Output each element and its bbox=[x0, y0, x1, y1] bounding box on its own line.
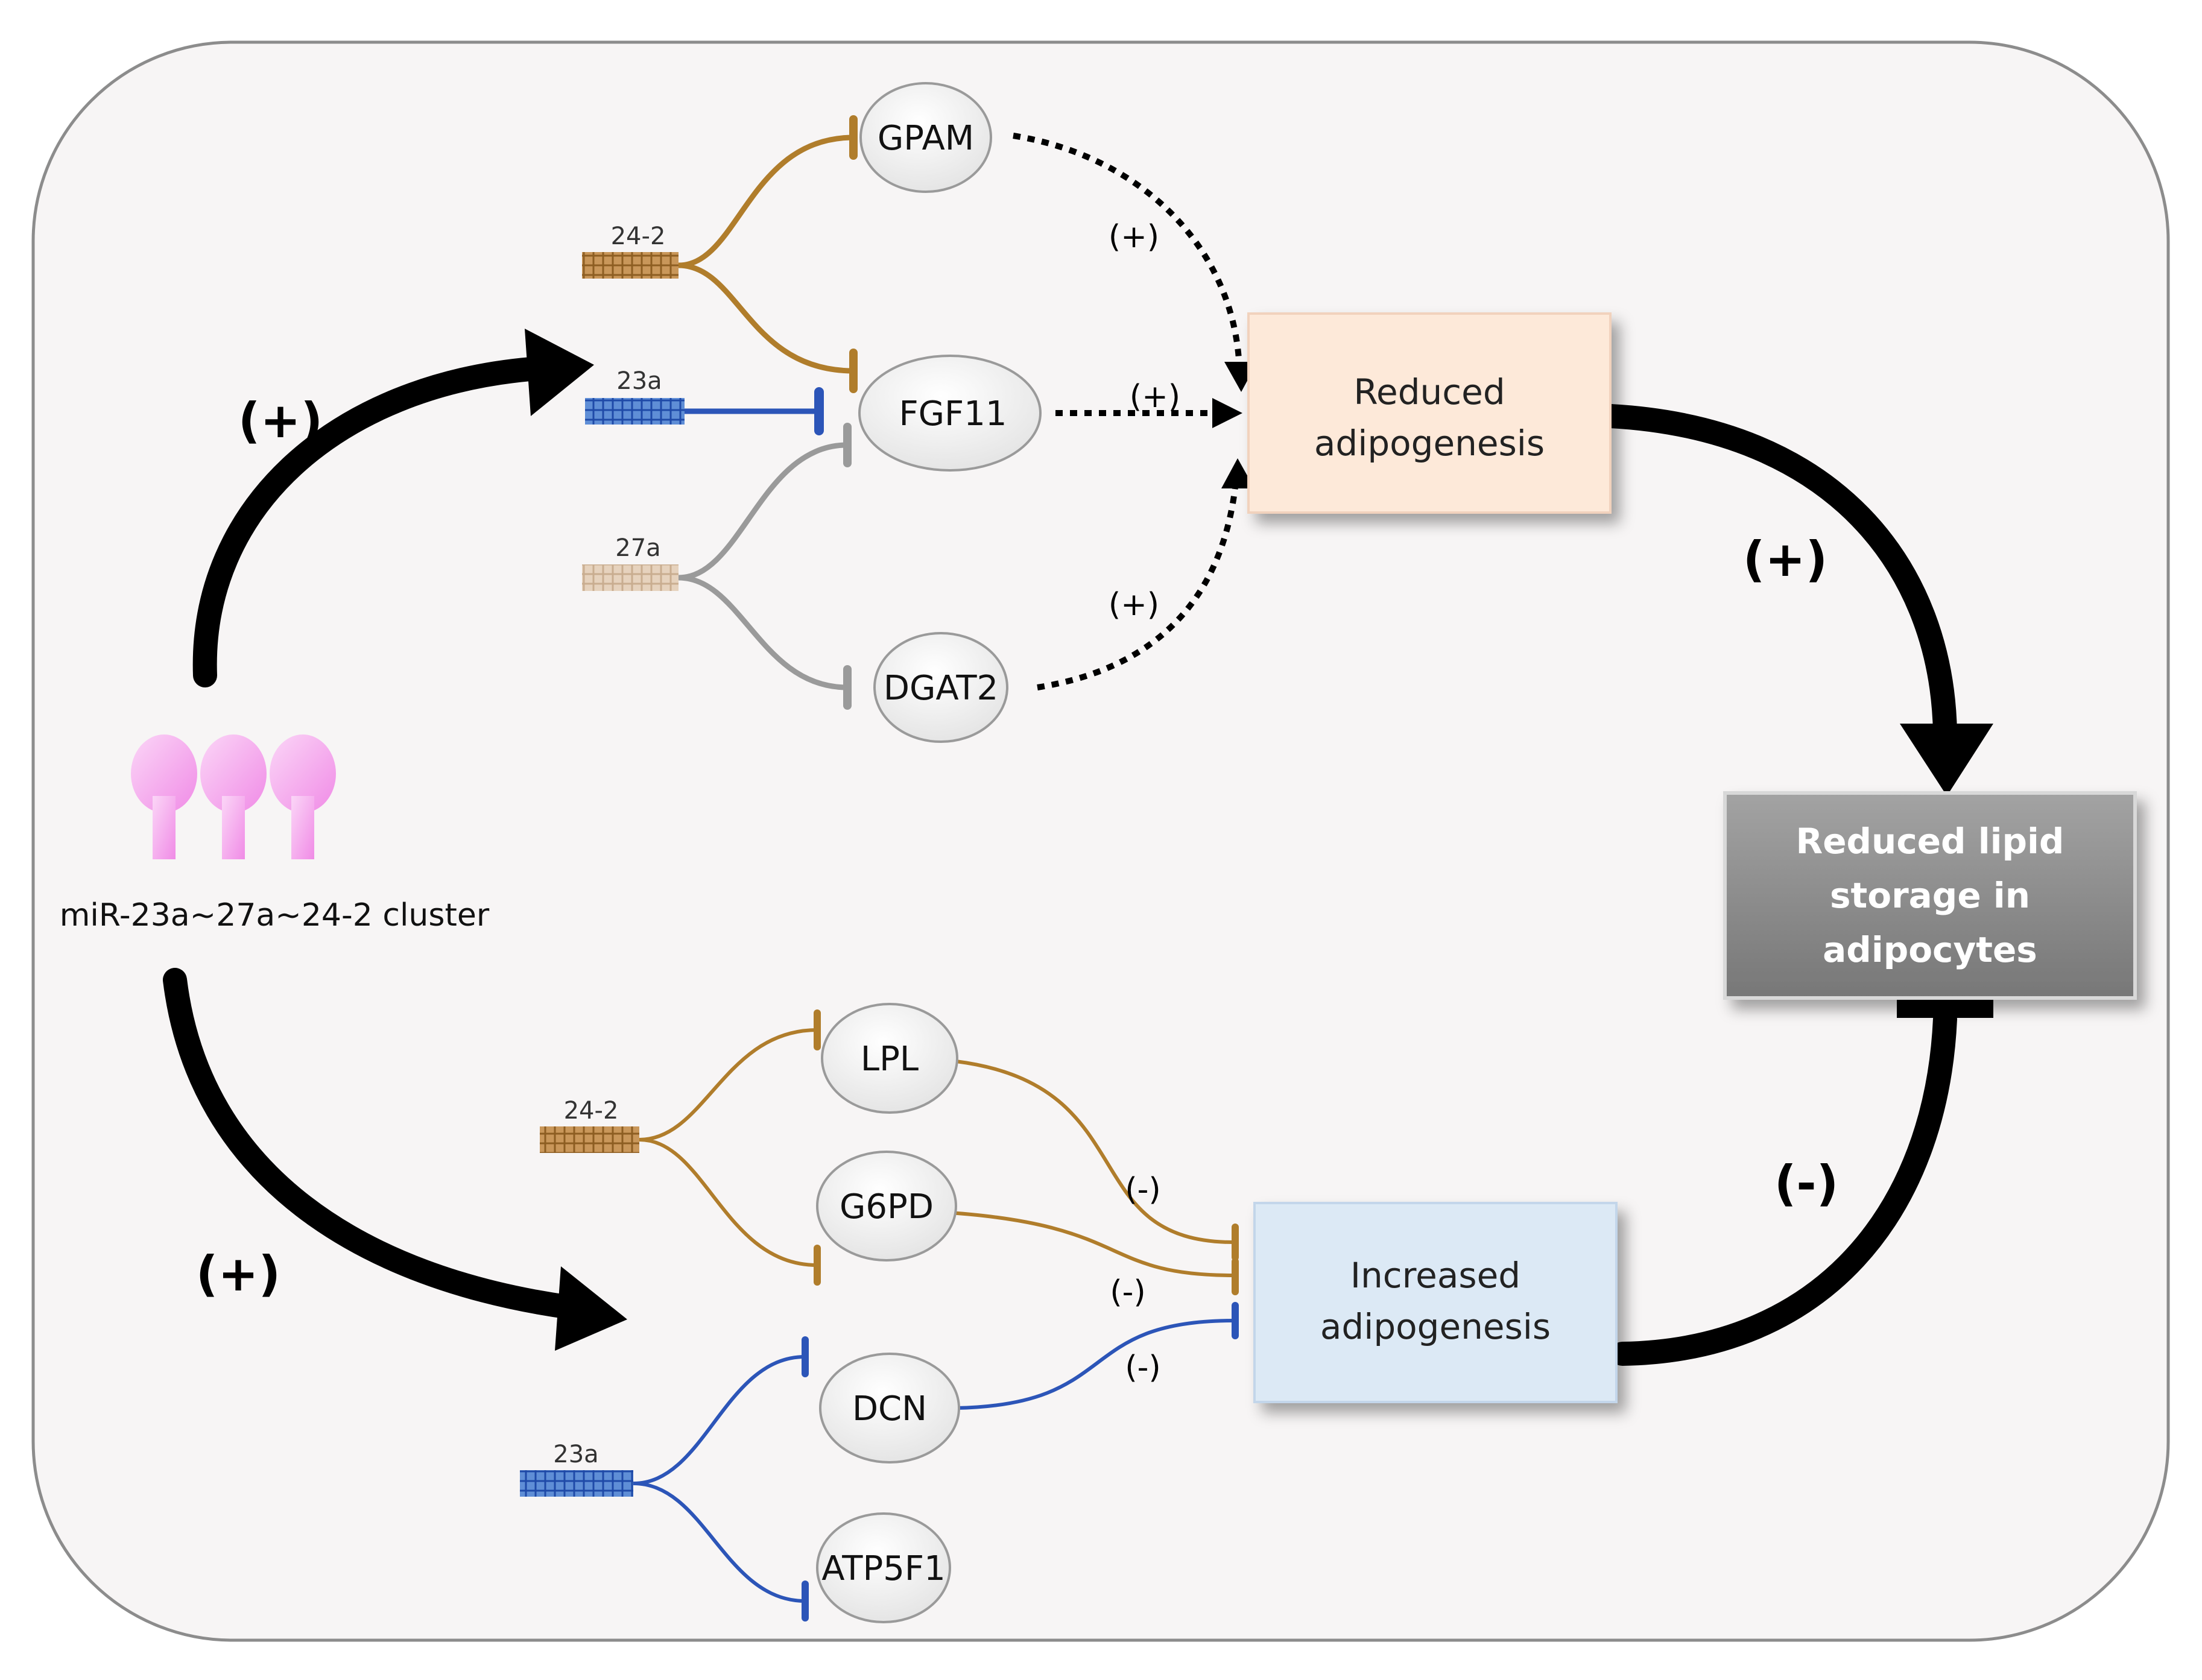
gene-dgat2-label: DGAT2 bbox=[884, 669, 998, 708]
reduced-lipid-line3: adipocytes bbox=[1823, 929, 2037, 970]
mirna-24-2-bottom bbox=[540, 1126, 639, 1153]
sign-right-top: (+) bbox=[1743, 531, 1827, 587]
gene-g6pd-label: G6PD bbox=[840, 1187, 934, 1227]
reduced-lipid-line1: Reduced lipid bbox=[1796, 821, 2064, 862]
gene-lpl-label: LPL bbox=[861, 1040, 919, 1079]
mirna-27a-top bbox=[582, 564, 679, 591]
arrow-cluster-to-bottom bbox=[163, 968, 582, 1319]
top-edges bbox=[675, 115, 858, 710]
cell-background bbox=[31, 40, 2170, 1642]
sign-dcn-edge: (-) bbox=[1125, 1350, 1160, 1386]
label-23a-top: 23a bbox=[616, 367, 662, 395]
edge-increased-to-lipid bbox=[1610, 1007, 1957, 1366]
main-arrows bbox=[163, 357, 1957, 1366]
arrow-reduced-to-lipid bbox=[1598, 404, 1957, 745]
sign-right-bottom: (-) bbox=[1774, 1155, 1838, 1211]
mirna-24-2-top bbox=[582, 252, 679, 279]
hairpin-3 bbox=[270, 734, 336, 859]
gene-dcn-label: DCN bbox=[852, 1389, 927, 1429]
arrowhead-lipid bbox=[1900, 724, 1993, 796]
arrow-cluster-to-top bbox=[192, 357, 543, 687]
gene-atp5f1-node bbox=[816, 1512, 951, 1623]
sign-g6pd-edge: (-) bbox=[1110, 1274, 1145, 1310]
mirna-cluster-hairpins bbox=[131, 734, 336, 859]
increased-adipogenesis-box bbox=[1253, 1202, 1618, 1403]
gene-lpl-node bbox=[821, 1003, 958, 1114]
hairpin-1 bbox=[131, 734, 197, 859]
dotted-edges bbox=[1013, 133, 1242, 690]
gene-gpam-node bbox=[859, 82, 992, 193]
gene-fgf11-label: FGF11 bbox=[899, 394, 1007, 434]
sign-dgat2-edge: (+) bbox=[1109, 587, 1159, 623]
sign-top-left: (+) bbox=[238, 393, 323, 449]
mirna-labels: 24-2 23a 27a 24-2 23a bbox=[553, 223, 665, 1468]
label-24-2-bottom: 24-2 bbox=[564, 1097, 619, 1125]
label-27a-top: 27a bbox=[615, 534, 660, 562]
gene-labels: GPAM FGF11 DGAT2 LPL G6PD DCN ATP5F1 bbox=[821, 119, 1007, 1588]
reduced-lipid-storage-box bbox=[1723, 791, 2137, 1000]
reduced-adipogenesis-line2: adipogenesis bbox=[1314, 423, 1545, 464]
arrowhead-top bbox=[525, 329, 594, 416]
gene-nodes bbox=[816, 82, 1042, 1623]
sign-gpam-edge: (+) bbox=[1109, 219, 1159, 255]
gene-g6pd-node bbox=[816, 1151, 957, 1262]
gene-dcn-node bbox=[819, 1353, 960, 1464]
sign-labels: (+) (+) (+) (-) (+) (+) (+) (-) (-) (-) bbox=[196, 219, 1838, 1386]
sign-fgf11-edge: (+) bbox=[1130, 379, 1180, 415]
increased-adipogenesis-line2: adipogenesis bbox=[1320, 1306, 1551, 1347]
gene-gpam-label: GPAM bbox=[878, 119, 974, 158]
increased-adipogenesis-line1: Increased bbox=[1350, 1255, 1520, 1296]
arrowhead-bottom bbox=[555, 1266, 627, 1351]
mirna-blocks bbox=[520, 252, 685, 1497]
reduced-adipogenesis-box bbox=[1247, 312, 1612, 514]
bottom-edges bbox=[631, 1009, 1239, 1622]
mirna-23a-top bbox=[585, 398, 685, 425]
mirna-23a-bottom bbox=[520, 1470, 633, 1497]
label-23a-bottom: 23a bbox=[553, 1441, 598, 1468]
sign-lpl-edge: (-) bbox=[1125, 1172, 1160, 1208]
reduced-lipid-line2: storage in bbox=[1830, 875, 2030, 916]
hairpin-2 bbox=[200, 734, 267, 859]
reduced-adipogenesis-line1: Reduced bbox=[1353, 371, 1505, 412]
gene-fgf11-node bbox=[858, 355, 1042, 472]
label-24-2-top: 24-2 bbox=[611, 223, 666, 250]
gene-atp5f1-label: ATP5F1 bbox=[821, 1549, 945, 1588]
inhibition-bar-lipid bbox=[1897, 999, 1993, 1018]
cluster-label: miR-23a~27a~24-2 cluster bbox=[60, 897, 490, 933]
sign-bottom-left: (+) bbox=[196, 1246, 280, 1302]
gene-dgat2-node bbox=[873, 632, 1008, 743]
